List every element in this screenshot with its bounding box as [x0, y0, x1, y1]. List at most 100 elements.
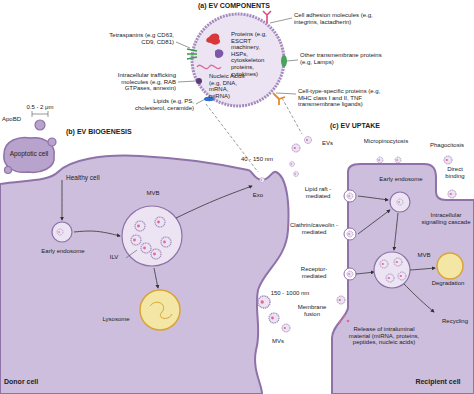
- pathway-label: Lipid raft -mediated: [296, 186, 340, 199]
- intraluminal-vesicle: [141, 243, 151, 253]
- budding-microvesicle: [258, 296, 270, 308]
- vesicle-circle: Proteins (e.g, ESCRT machinery, HSPs, cy…: [189, 11, 287, 109]
- vesicle-outline: [192, 14, 284, 106]
- cargo-dot: [400, 275, 402, 277]
- cargo-dot: [348, 233, 350, 235]
- cargo-dot: [295, 173, 296, 174]
- organelle-label: Lysosome: [96, 316, 136, 323]
- vesicle-membrane: [258, 296, 270, 308]
- endocytic-pit: [344, 268, 356, 280]
- apoptotic-body: [35, 120, 45, 130]
- vesicle: [397, 199, 403, 205]
- vesicle: [448, 190, 456, 198]
- leader-line: [126, 250, 137, 258]
- vesicle-membrane: [155, 217, 165, 227]
- lysosome-content: [150, 302, 172, 318]
- pathway-label: Receptor- mediated: [292, 266, 336, 279]
- arrow: [358, 210, 390, 234]
- cargo-dot: [378, 159, 380, 161]
- vesicle: [292, 144, 300, 152]
- vesicle-membrane: [305, 137, 312, 144]
- scale-bar: [32, 114, 48, 115]
- donor-cell: Healthy cellDonor cell: [0, 140, 300, 394]
- cargo-dot: [157, 221, 160, 224]
- vesicle-membrane: [141, 243, 151, 253]
- released-cargo: [339, 321, 342, 324]
- cell-type-icon: [273, 93, 285, 105]
- vesicle-membrane: [395, 157, 401, 163]
- cargo-dot: [396, 261, 398, 263]
- endocytic-pit: [344, 228, 356, 240]
- vesicle-membrane: [394, 258, 402, 266]
- apoptotic-cell-outline: [4, 138, 54, 173]
- released-cargo: [343, 315, 346, 318]
- arrow: [62, 180, 63, 220]
- arrow: [404, 284, 434, 312]
- cargo-dot: [271, 317, 274, 320]
- part-label: ILV: [104, 254, 124, 261]
- microvesicle: [282, 324, 290, 332]
- vesicle-membrane: [292, 144, 300, 152]
- vesicle-membrane: [282, 324, 290, 332]
- membrane-bleb: [48, 138, 56, 146]
- vesicle-membrane: [161, 237, 171, 247]
- vesicle-membrane: [377, 157, 383, 163]
- component-label: Cell adhesion molecules (e.g, integrins,…: [294, 12, 386, 25]
- endocytic-pit: [344, 190, 356, 202]
- node-text: Nucleic Acids (e.g, DNA, mRNA, miRNA): [209, 73, 249, 99]
- panel-title: (c) EV UPTAKE: [330, 122, 410, 130]
- vesicle-membrane: [337, 296, 345, 304]
- organelle-label: Early endosome: [36, 248, 90, 255]
- protein-icon: [215, 49, 223, 58]
- cargo-dot: [398, 201, 400, 203]
- vesicle: [260, 178, 265, 183]
- cargo-dot: [306, 139, 308, 141]
- intraluminal-vesicle: [151, 249, 161, 259]
- vesicle-membrane: [57, 229, 63, 235]
- pathway-label: Clathrin/caveolin -mediated: [286, 222, 342, 235]
- panel-title: (a) EV COMPONENTS: [198, 2, 294, 10]
- cargo-dot: [396, 159, 398, 161]
- component-label: Tetraspanins (e.g CD63, CD9, CD81): [108, 32, 174, 45]
- cargo-dot: [294, 147, 296, 149]
- node-text: Apoptotic cell: [4, 150, 54, 157]
- vesicle: [347, 193, 353, 199]
- scale-tick: [48, 111, 49, 117]
- adhesion-icon: [263, 11, 271, 23]
- arrow: [356, 272, 374, 274]
- node-shape: [0, 140, 300, 394]
- vesicle: [294, 172, 299, 177]
- leader-line: [276, 93, 296, 94]
- node-text: Proteins (e.g, ESCRT machinery, HSPs, cy…: [231, 31, 275, 77]
- lysosome: [140, 290, 180, 330]
- vesicle-membrane: [347, 231, 353, 237]
- organelle-label: Early endosome: [376, 176, 426, 183]
- intraluminal-vesicle: [398, 272, 406, 280]
- pathway-label: Micropinocytosis: [356, 138, 416, 145]
- panel-title: (b) EV BIOGENESIS: [66, 128, 166, 136]
- cargo-dot: [348, 273, 350, 275]
- cargo-dot: [58, 231, 60, 233]
- organelle-label: MVB: [138, 190, 168, 197]
- vesicle: [305, 137, 312, 144]
- cargo-dot: [382, 263, 384, 265]
- cargo-dot: [291, 163, 292, 164]
- cargo-dot: [339, 299, 341, 301]
- vesicle-membrane: [380, 260, 388, 268]
- cargo-dot: [450, 193, 452, 195]
- node-text: Recipient cell: [406, 378, 470, 386]
- intraluminal-vesicle: [161, 237, 171, 247]
- vesicle-membrane: [398, 272, 406, 280]
- arrow: [410, 268, 435, 270]
- node-text: Donor cell: [4, 378, 64, 386]
- multivesicular-body: [122, 206, 182, 266]
- component-label: Lipids (e.g, PS, cholesterol, ceramide): [126, 98, 194, 111]
- vesicle: [337, 296, 345, 304]
- cargo-dot: [284, 327, 286, 329]
- vesicle-membrane: [347, 193, 353, 199]
- vesicle-membrane: [290, 162, 295, 167]
- leader-line: [270, 18, 292, 23]
- vesicle-membrane: [294, 172, 299, 177]
- transmembrane-icon: [281, 55, 287, 67]
- dna-icon: [197, 65, 221, 68]
